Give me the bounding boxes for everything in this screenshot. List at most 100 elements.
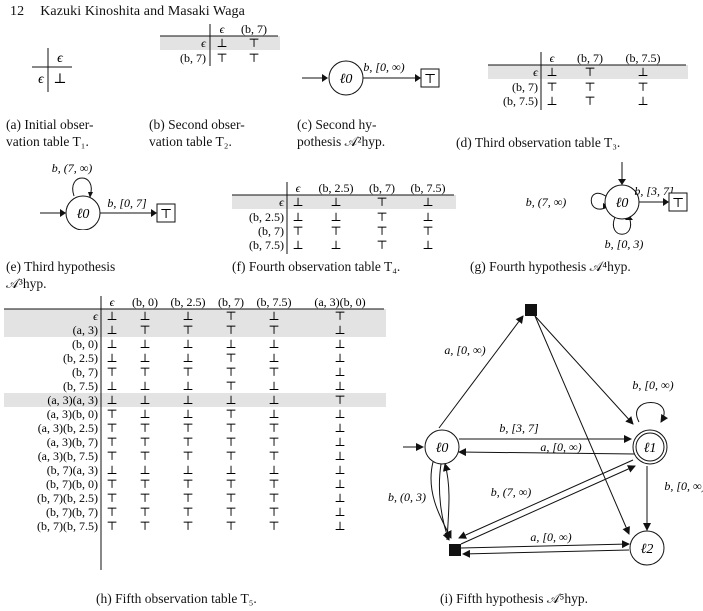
caption-c: (c) Second hy- pothesis 𝒜²hyp. xyxy=(297,116,385,150)
table-h-row-label-7: (a, 3)(b, 0) xyxy=(47,407,98,421)
automaton-i-l2: ℓ2 xyxy=(641,542,654,557)
table-h-cell-8-1: ⊤ xyxy=(139,421,150,435)
table-h-cell-8-0: ⊤ xyxy=(106,421,117,435)
table-h-cell-0-1: ⊥ xyxy=(139,309,150,323)
table-h-cell-9-2: ⊤ xyxy=(182,435,193,449)
table-h-shading xyxy=(4,309,386,407)
table-h-cell-1-1: ⊤ xyxy=(139,323,150,337)
table-h-row-label-12: (b, 7)(b, 0) xyxy=(46,477,98,491)
table-h-cell-7-2: ⊥ xyxy=(182,407,193,421)
table-f-r1-c0: ⊥ xyxy=(292,210,303,224)
table-d: ϵ (b, 7) (b, 7.5) ϵ ⊥ ⊤ ⊥ (b, 7) ⊤ ⊤ ⊤ (… xyxy=(488,51,688,110)
table-h-row-label-4: (b, 7) xyxy=(72,365,98,379)
table-b: ϵ (b, 7) ϵ ⊥ ⊤ (b, 7) ⊤ ⊤ xyxy=(160,22,280,66)
table-h-cell-13-2: ⊤ xyxy=(182,491,193,505)
caption-a-line2: vation table T₁. xyxy=(6,134,89,149)
table-f-col-2: (b, 7) xyxy=(369,181,395,195)
automaton-i-label-l1-loop: b, [0, ∞) xyxy=(632,378,673,392)
table-h-cell-6-2: ⊥ xyxy=(182,393,193,407)
table-f-col-0: ϵ xyxy=(296,181,302,195)
table-h-cell-0-4: ⊥ xyxy=(268,309,279,323)
table-h-cell-5-4: ⊥ xyxy=(268,379,279,393)
table-h-row-label-6: (a, 3)(a, 3) xyxy=(47,393,98,407)
table-h-cell-9-3: ⊤ xyxy=(225,435,236,449)
table-h-cell-2-4: ⊥ xyxy=(268,337,279,351)
table-h-cell-4-0: ⊤ xyxy=(106,365,117,379)
table-h-cell-3-3: ⊤ xyxy=(225,351,236,365)
table-h-cell-6-4: ⊥ xyxy=(268,393,279,407)
automaton-i-sink-bottom xyxy=(449,544,461,556)
table-f-r2-label: (b, 7) xyxy=(258,224,284,238)
table-h-cell-1-5: ⊥ xyxy=(334,323,345,337)
table-a-row-label: ϵ xyxy=(38,72,45,87)
table-h-row-label-13: (b, 7)(b, 2.5) xyxy=(37,491,98,505)
table-h-cell-12-2: ⊤ xyxy=(182,477,193,491)
table-d-r1-c0: ⊤ xyxy=(546,80,557,94)
table-h-col-4: (b, 7.5) xyxy=(257,295,292,309)
table-h-row-label-1: (a, 3) xyxy=(73,323,98,337)
table-f-r1-c3: ⊥ xyxy=(422,210,433,224)
table-f-r1-c2: ⊤ xyxy=(376,210,387,224)
table-h-cell-4-3: ⊤ xyxy=(225,365,236,379)
table-h-row-label-9: (a, 3)(b, 7) xyxy=(47,435,98,449)
table-f-r3-c1: ⊥ xyxy=(330,238,341,252)
table-h-cell-11-3: ⊥ xyxy=(225,463,236,477)
table-h-cell-15-1: ⊤ xyxy=(139,519,150,533)
table-h-cell-5-3: ⊤ xyxy=(225,379,236,393)
caption-e: (e) Third hypothesis 𝒜³hyp. xyxy=(6,258,115,292)
table-h-cell-6-3: ⊥ xyxy=(225,393,236,407)
table-h-cell-12-0: ⊤ xyxy=(106,477,117,491)
table-h-cell-6-0: ⊥ xyxy=(106,393,117,407)
table-f-r3-c0: ⊥ xyxy=(292,238,303,252)
table-h-col-3: (b, 7) xyxy=(218,295,244,309)
automaton-c: ℓ0 b, [0, ∞) ⊤ xyxy=(302,60,440,96)
table-f-col-3: (b, 7.5) xyxy=(411,181,446,195)
table-h-cell-2-1: ⊥ xyxy=(139,337,150,351)
table-h-cell-10-5: ⊥ xyxy=(334,449,345,463)
table-h-cell-3-1: ⊥ xyxy=(139,351,150,365)
table-f-r3-c2: ⊤ xyxy=(376,238,387,252)
table-h-cell-3-0: ⊥ xyxy=(106,351,117,365)
caption-d: (d) Third observation table T₃. xyxy=(456,135,621,150)
table-h-cell-2-2: ⊥ xyxy=(182,337,193,351)
automaton-e-state: ℓ0 xyxy=(77,207,90,222)
table-h-cell-1-3: ⊤ xyxy=(225,323,236,337)
caption-c-line1: (c) Second hy- xyxy=(297,117,377,132)
table-h-cell-5-2: ⊥ xyxy=(182,379,193,393)
caption-b-line1: (b) Second obser- xyxy=(149,117,245,132)
table-h-cell-10-0: ⊤ xyxy=(106,449,117,463)
caption-b: (b) Second obser- vation table T₂. xyxy=(149,116,245,150)
automaton-c-sink: ⊤ xyxy=(424,71,436,86)
automaton-c-state: ℓ0 xyxy=(340,72,353,87)
running-authors: Kazuki Kinoshita and Masaki Waga xyxy=(40,4,245,19)
table-h-cell-1-4: ⊤ xyxy=(268,323,279,337)
table-h-row-label-2: (b, 0) xyxy=(72,337,98,351)
table-f-r1-label: (b, 2.5) xyxy=(249,210,284,224)
automaton-i-label-bottom: a, [0, ∞) xyxy=(530,530,571,544)
automaton-i-sink-top xyxy=(525,304,537,316)
table-d-r1-label: (b, 7) xyxy=(512,80,538,94)
table-f-r3-label: (b, 7.5) xyxy=(249,238,284,252)
table-h-col-0: ϵ xyxy=(110,295,116,309)
table-h-row-label-8: (a, 3)(b, 2.5) xyxy=(38,421,98,435)
automaton-i: ℓ0 ℓ1 ℓ2 a, [0, ∞) b, [0, ∞) b, [3, 7] a… xyxy=(388,304,703,566)
table-f-r0-c2: ⊤ xyxy=(376,195,387,209)
table-f-r2-c1: ⊤ xyxy=(330,224,341,238)
table-h-cell-0-3: ⊤ xyxy=(225,309,236,323)
table-h-cell-2-0: ⊥ xyxy=(106,337,117,351)
table-b-r0-c1: ⊤ xyxy=(248,36,259,50)
table-h-cell-15-2: ⊤ xyxy=(182,519,193,533)
table-h-cell-5-1: ⊥ xyxy=(139,379,150,393)
table-h-cell-7-4: ⊥ xyxy=(268,407,279,421)
table-h-cell-4-1: ⊤ xyxy=(139,365,150,379)
table-h-cell-1-0: ⊥ xyxy=(106,323,117,337)
caption-i: (i) Fifth hypothesis 𝒜⁵hyp. xyxy=(440,591,588,606)
table-h-cell-12-1: ⊤ xyxy=(139,477,150,491)
table-h-cell-6-1: ⊥ xyxy=(139,393,150,407)
table-h-cell-15-3: ⊤ xyxy=(225,519,236,533)
page-number: 12 xyxy=(10,4,25,19)
automaton-i-label-l0-l1: b, [3, 7] xyxy=(499,421,539,435)
table-h-row-label-11: (b, 7)(a, 3) xyxy=(47,463,98,477)
table-h-cell-10-2: ⊤ xyxy=(182,449,193,463)
table-h-cell-15-0: ⊤ xyxy=(106,519,117,533)
